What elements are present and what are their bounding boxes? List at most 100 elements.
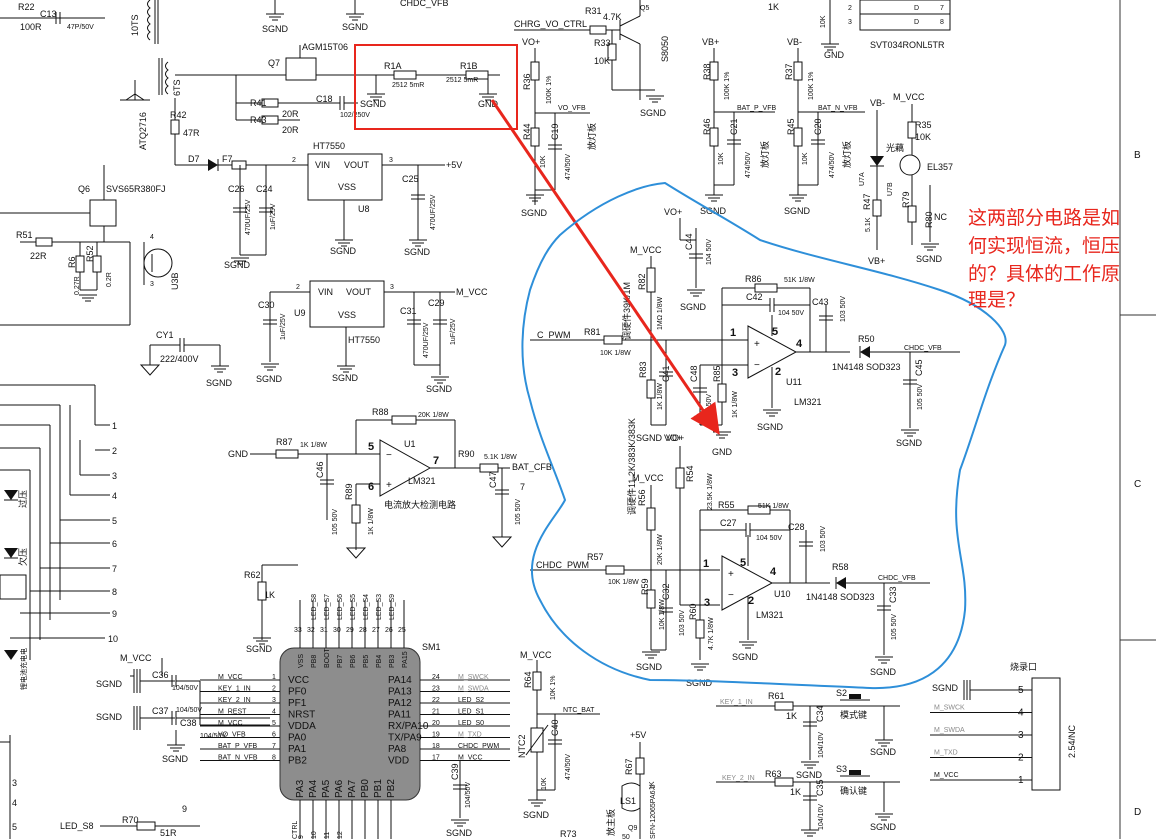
mcu-left-pin-num: 8 [272, 755, 276, 762]
svg-text:−: − [754, 360, 760, 371]
mcu-left-pin-name: PA0 [288, 733, 307, 744]
mcu-right-pin-net: LED_S1 [458, 709, 484, 716]
u8-vout: VOUT [344, 160, 370, 170]
mcu-bottom-pin-name: PA5 [321, 779, 332, 798]
c36-gnd: SGND [96, 679, 123, 689]
r82-note: 调硬件39K/1M [621, 282, 632, 340]
r61-label: R61 [768, 691, 785, 701]
u10-pin3: 3 [704, 597, 710, 609]
mcu-left-pin-num: 3 [272, 697, 276, 704]
c34-label: C34 [815, 705, 825, 722]
r47-value: 5.1K [865, 217, 872, 232]
cy1-gnd: SGND [206, 378, 233, 388]
r82-label: R82 [637, 273, 647, 290]
r6-value: 0.27R [74, 276, 81, 295]
r38-vb-net: VB+ [702, 37, 719, 47]
c41-gnd: SGND [636, 433, 663, 443]
q7-part: AGM15T06 [302, 42, 348, 52]
c28-value: 103 50V [820, 526, 827, 552]
svg-text:4: 4 [112, 491, 117, 501]
r31-value: 4.7K [603, 12, 622, 22]
u1-part: LM321 [408, 476, 436, 486]
mcu-left-pin-num: 4 [272, 709, 276, 716]
c27-value: 104 50V [756, 535, 782, 542]
s3-gnd: SGND [870, 822, 897, 832]
mcu-bottom-pin-name: PA6 [334, 779, 345, 798]
u11-pin5: 5 [772, 326, 778, 338]
vb-minus-opto: VB- [870, 98, 885, 108]
mcu-left-pin-net: BAT_N_VFB [218, 755, 258, 762]
r60-gnd: SGND [686, 678, 713, 688]
r42-value: 47R [183, 128, 200, 138]
u11-pin4: 4 [796, 338, 803, 350]
c44-gnd: SGND [680, 302, 707, 312]
r85-gnd: GND [712, 447, 733, 457]
burn-pin-num: 3 [1018, 730, 1024, 741]
svg-text:2: 2 [292, 157, 296, 164]
svg-text:−: − [386, 450, 392, 461]
blue-outline-loop [521, 181, 1007, 690]
opto-gnd: SGND [916, 254, 943, 264]
r1b-gnd: GND [478, 99, 499, 109]
frame-row-b: B [1134, 150, 1141, 161]
vb-plus-opto: VB+ [868, 256, 885, 266]
mcu-top-pin-num: 30 [333, 627, 341, 634]
burn-title: 烧录口 [1010, 661, 1037, 672]
r59-label: R59 [640, 578, 650, 595]
r81-value: 10K 1/8W [600, 350, 631, 357]
r-50: 50 [622, 834, 630, 839]
svg-text:2: 2 [296, 284, 300, 291]
mcu-right-pin-name: TX/PA9 [388, 733, 422, 744]
c34-gnd: SGND [796, 770, 823, 780]
mcu-bottom-pin-name: PB1 [373, 779, 384, 798]
u10-pin2: 2 [748, 595, 754, 607]
chdc-vfb-top: CHDC_VFB [400, 0, 449, 8]
led-s8-left: LED_S8 [60, 821, 94, 831]
u8-vin: VIN [315, 160, 330, 170]
vo-vfb-net: VO_VFB [558, 105, 586, 112]
u11-pin3: 3 [732, 367, 738, 379]
r86-value: 51K 1/8W [784, 277, 815, 284]
top-sgnd-b: SGND [342, 22, 369, 32]
r1a-label: R1A [384, 61, 402, 71]
c18-label: C18 [316, 94, 333, 104]
u11-diode: 1N4148 SOD323 [832, 362, 901, 372]
svg-text:3: 3 [389, 157, 393, 164]
svg-text:6: 6 [112, 539, 117, 549]
u3b-label: U3B [170, 272, 180, 290]
mcu-top-pin-name: PB8 [311, 655, 318, 668]
c-pwm-net: C_PWM [537, 330, 571, 340]
opamp-u1-circuit: GND R87 1K 1/8W R88 20K 1/8W −+ 5 6 7 U1… [228, 407, 552, 559]
q5-label: Q5 [640, 5, 649, 12]
c26-gnd: SGND [224, 260, 251, 270]
mcu-left-pin-name: VDDA [288, 721, 316, 732]
r41-value: 20R [282, 109, 299, 119]
mcu-label: SM1 [422, 642, 441, 652]
svg-text:−: − [728, 590, 734, 601]
c31-label: C31 [400, 306, 417, 316]
u7-10k: 10K [820, 15, 827, 28]
r41-label: R41 [250, 98, 267, 108]
c13-value: 47P/50V [67, 24, 94, 31]
r57-value: 10K 1/8W [608, 579, 639, 586]
r87-label: R87 [276, 437, 293, 447]
c30-gnd: SGND [256, 374, 283, 384]
c39-label: C39 [450, 763, 460, 780]
c24-label: C24 [256, 184, 273, 194]
s2-label: S2 [836, 688, 847, 698]
u11-pin2: 2 [775, 366, 781, 378]
r64-label: R64 [523, 671, 533, 688]
mcu-right-pin-name: PA13 [388, 687, 412, 698]
svg-text:2: 2 [112, 446, 117, 456]
c30-value: 1uF/25V [280, 313, 287, 340]
r62-label: R62 [244, 570, 261, 580]
c32-gnd: SGND [636, 662, 663, 672]
r56-net: M_VCC [632, 473, 664, 483]
q6-part: SVS65R380FJ [106, 184, 166, 194]
u10-part: LM321 [756, 610, 784, 620]
r51-value: 22R [30, 251, 47, 261]
c21-note: 放灯板 [759, 141, 770, 168]
c35-label: C35 [815, 779, 825, 796]
